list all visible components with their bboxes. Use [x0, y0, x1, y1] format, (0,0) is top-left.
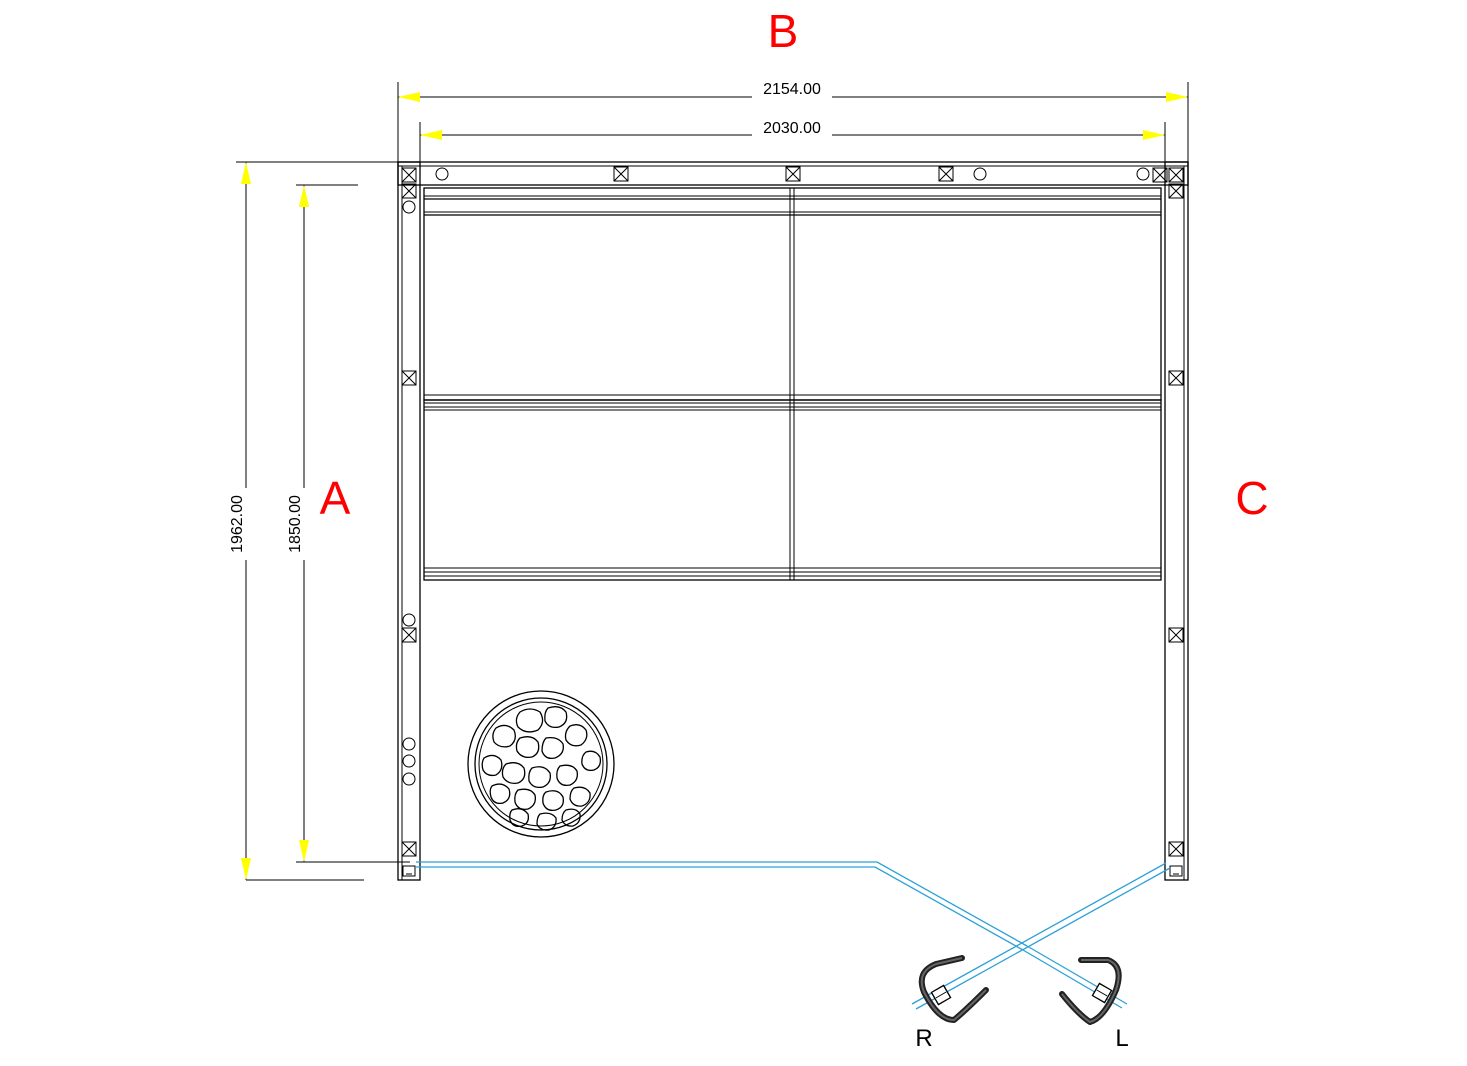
glass-front [416, 861, 1028, 951]
door-handle-icon [1059, 957, 1122, 1025]
connector-box-icon [1168, 167, 1184, 183]
fixing-hole-icon [402, 737, 416, 751]
bench-lower [423, 399, 1162, 581]
connector-box-icon [938, 166, 954, 182]
sauna-stove-stones-icon [467, 690, 615, 838]
arrow-up-icon [241, 162, 251, 184]
dimension-inner-width: 2030.00 [419, 120, 1166, 165]
sauna-frame [397, 161, 1189, 881]
bench-upper [423, 187, 1162, 401]
arrow-right-icon [1166, 92, 1188, 102]
connector-box-icon [1168, 370, 1184, 386]
door-handle-icon [918, 955, 989, 1023]
connector-box-icon [401, 627, 417, 643]
fixing-hole-icon [435, 167, 449, 181]
fixing-hole-icon [402, 613, 416, 627]
dimension-inner-depth-value: 1850.00 [287, 495, 304, 553]
dimension-outer-depth-value: 1962.00 [229, 495, 246, 553]
fixing-hole-icon [1136, 167, 1150, 181]
connector-box-icon [401, 841, 417, 857]
arrow-left-icon [420, 130, 442, 140]
connector-box-icon [613, 166, 629, 182]
label-wall-c: C [1235, 472, 1268, 524]
connector-box-icon [1168, 627, 1184, 643]
dimension-inner-depth: 1850.00 [287, 184, 410, 863]
arrow-right-icon [1143, 130, 1165, 140]
connector-box-icon [1168, 841, 1184, 857]
dimension-outer-width: 2154.00 [397, 81, 1189, 162]
fixing-hole-icon [402, 754, 416, 768]
connector-box-icon [401, 167, 417, 183]
connector-box-icon [401, 370, 417, 386]
label-wall-a: A [320, 472, 351, 524]
fixing-hole-icon [973, 167, 987, 181]
dimension-outer-depth: 1962.00 [229, 161, 400, 881]
connector-box-icon [401, 183, 417, 199]
fixing-hole-icon [402, 772, 416, 786]
frame-connectors [401, 166, 1184, 857]
arrow-down-icon [241, 858, 251, 880]
connector-box-icon [1152, 167, 1168, 183]
dimension-inner-width-value: 2030.00 [763, 120, 821, 137]
connector-box-icon [785, 166, 801, 182]
label-wall-b: B [768, 5, 799, 57]
label-door-left: L [1115, 1025, 1128, 1052]
fixing-hole-icon [402, 200, 416, 214]
connector-box-icon [1168, 183, 1184, 199]
label-door-right: R [915, 1025, 932, 1052]
arrow-left-icon [398, 92, 420, 102]
door-left-swing [911, 862, 1171, 1010]
arrow-up-icon [299, 185, 309, 207]
arrow-down-icon [299, 840, 309, 862]
fixing-holes [402, 167, 1150, 786]
dimension-outer-width-value: 2154.00 [763, 81, 821, 98]
